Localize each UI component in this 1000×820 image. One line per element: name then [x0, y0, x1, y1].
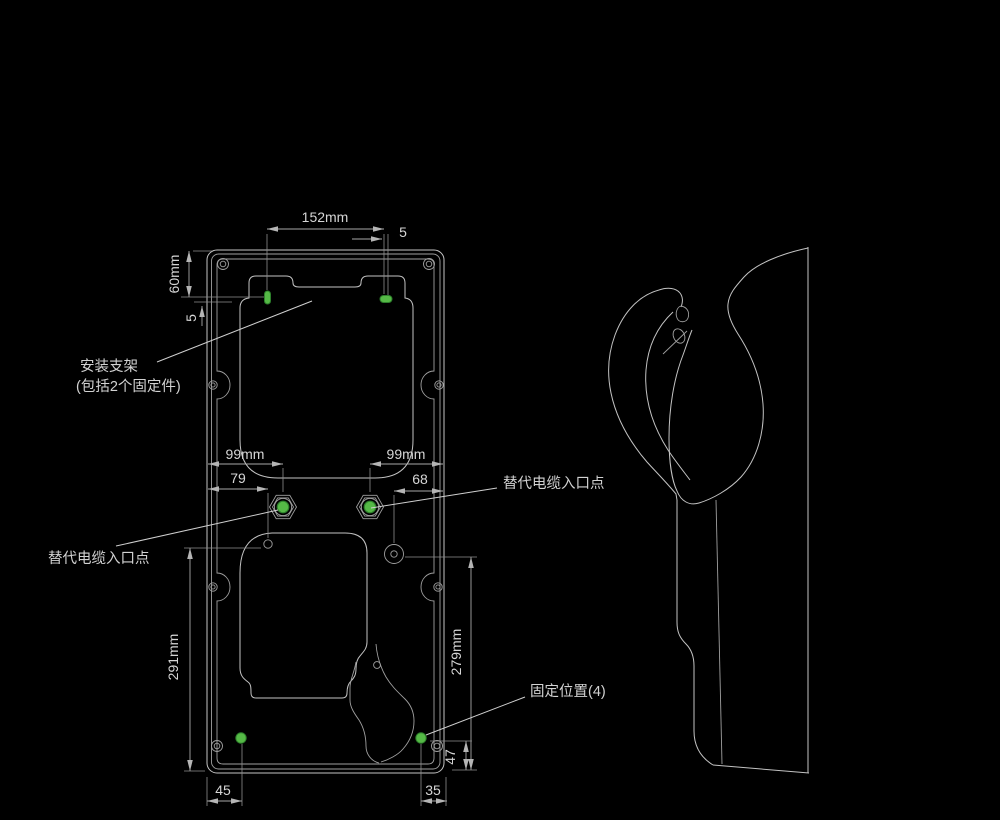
side-hole-inner — [435, 584, 441, 590]
nozzle-port — [672, 328, 686, 344]
side-hole — [434, 380, 444, 390]
plate-outer-outline — [206, 249, 445, 774]
cable-channel-right-wall — [375, 643, 415, 763]
profile-arm-inner — [645, 311, 691, 481]
label-cable-entry-left: 替代电缆入口点 — [48, 550, 150, 567]
side-profile-view — [608, 247, 810, 774]
side-hole — [433, 582, 443, 592]
side-edge-holes — [208, 380, 444, 592]
dim-279mm-text: 279mm — [448, 629, 464, 676]
screw-hole-bottom-left — [211, 740, 223, 752]
side-hole-inner — [210, 382, 216, 388]
dim-5-top-text: 5 — [399, 224, 407, 240]
dim-291mm-text: 291mm — [165, 634, 181, 681]
fixing-point-bottom-left — [235, 732, 247, 744]
screw-hole-top-right-inner — [425, 260, 433, 268]
label-fixing-positions: 固定位置(4) — [530, 683, 606, 700]
corner-screw-holes — [211, 258, 443, 752]
screw-hole-top-left — [217, 258, 229, 270]
profile-inner-vertical — [715, 499, 723, 765]
gland-circle — [384, 544, 404, 564]
dim-99mm-left-text: 99mm — [226, 446, 265, 462]
dim-45-text: 45 — [215, 782, 231, 798]
hex-inner — [358, 497, 382, 517]
dim-5-left-text: 5 — [183, 314, 199, 322]
label-mounting-bracket-line1: 安装支架 — [80, 358, 138, 375]
cable-entry-point-left — [276, 500, 290, 514]
bracket-fixing-slot-right — [379, 295, 393, 303]
side-hole — [208, 582, 218, 592]
cable-entry-point-right — [363, 500, 377, 514]
dim-99mm-right-text: 99mm — [387, 446, 426, 462]
lower-cutout-outline — [239, 532, 368, 699]
screw-hole-top-right — [423, 258, 435, 270]
profile-top-and-trough — [668, 247, 809, 505]
leader-mounting-bracket — [156, 300, 313, 363]
hex-outer — [268, 494, 298, 520]
profile-arm-outer — [608, 289, 714, 766]
nozzle-beak — [675, 305, 690, 323]
side-hole-inner — [436, 382, 442, 388]
hex-inner — [271, 497, 295, 517]
leader-fixing-positions — [425, 696, 526, 736]
profile-bottom-edge — [712, 764, 810, 774]
dim-79-text: 79 — [230, 470, 246, 486]
side-hole-inner — [210, 584, 216, 590]
profile-arm-tip — [658, 287, 683, 308]
plate-inner-contour — [216, 258, 435, 765]
hex-ring — [273, 497, 293, 517]
screw-hole-bottom-left-inner — [213, 742, 221, 750]
nozzle-line — [662, 330, 688, 355]
side-hole — [208, 380, 218, 390]
label-mounting-bracket-line2: (包括2个固定件) — [76, 378, 181, 395]
label-cable-entry-right: 替代电缆入口点 — [503, 475, 605, 492]
screw-hole-bottom-right — [431, 740, 443, 752]
dim-68-text: 68 — [412, 471, 428, 487]
cable-channel-left-wall — [349, 661, 380, 764]
dim-35-text: 35 — [425, 782, 441, 798]
screw-hole-top-left-inner — [219, 260, 227, 268]
reference-hole-left — [263, 539, 273, 549]
cable-entry-left-hex — [268, 494, 298, 520]
front-view-backplate — [206, 249, 445, 774]
plate-second-outline — [211, 253, 441, 770]
dim-152mm-text: 152mm — [302, 209, 349, 225]
leader-cable-entry-left — [115, 509, 279, 547]
fixing-point-bottom-right — [415, 732, 427, 744]
dim-47-text: 47 — [442, 749, 458, 765]
dim-60mm-text: 60mm — [166, 255, 182, 294]
dimensions: 152mm 5 60mm 5 99mm 99mm 79 68 291mm — [165, 209, 477, 806]
gland-circle-center — [390, 550, 398, 558]
callout-labels: 安装支架 (包括2个固定件) 替代电缆入口点 替代电缆入口点 固定位置(4) — [48, 300, 606, 736]
hex-outer — [355, 494, 385, 520]
bracket-fixing-slot-left — [264, 290, 271, 305]
screw-hole-bottom-right-inner — [433, 742, 441, 750]
leader-cable-entry-right — [370, 487, 498, 509]
